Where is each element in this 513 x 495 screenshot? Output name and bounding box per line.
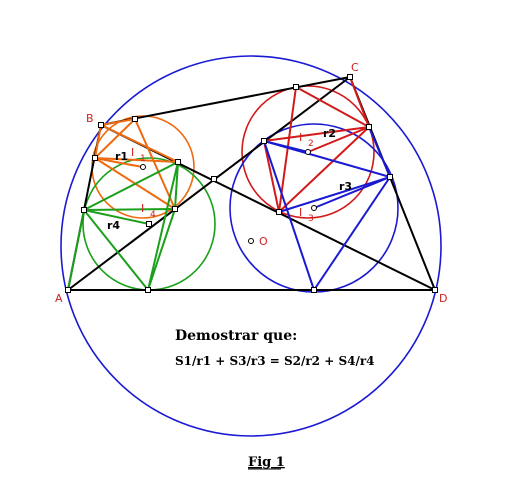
label-incenter-1: I [131,146,134,159]
label-r2: r2 [323,127,336,140]
label-r3: r3 [339,180,352,193]
statement-heading: Demostrar que: [175,328,297,344]
label-incenter-3: I [299,206,302,219]
label-incenter-3-sub: 3 [308,214,314,224]
label-vertex-a: A [55,292,63,305]
figure-caption: Fig 1 [248,455,285,470]
label-circumcenter-o: O [259,235,268,248]
statement-formula: S1/r1 + S3/r3 = S2/r2 + S4/r4 [175,354,375,368]
label-incenter-2: I [299,131,302,144]
label-vertex-c: C [351,61,359,74]
red-construction [263,76,370,213]
label-incenter-4: I [141,202,144,215]
construction-points [65,74,438,293]
diagonal-ac [67,76,351,291]
blue-construction [263,126,391,291]
label-vertex-d: D [439,292,447,305]
label-vertex-b: B [86,112,94,125]
label-incenter-4-sub: 4 [150,210,156,220]
green-construction [67,161,179,291]
label-r1: r1 [115,150,128,163]
label-incenter-2-sub: 2 [308,139,314,149]
label-incenter-1-sub: 1 [140,154,146,164]
label-r4: r4 [107,219,120,232]
circumcircle [60,55,442,437]
orange-construction [94,118,179,210]
